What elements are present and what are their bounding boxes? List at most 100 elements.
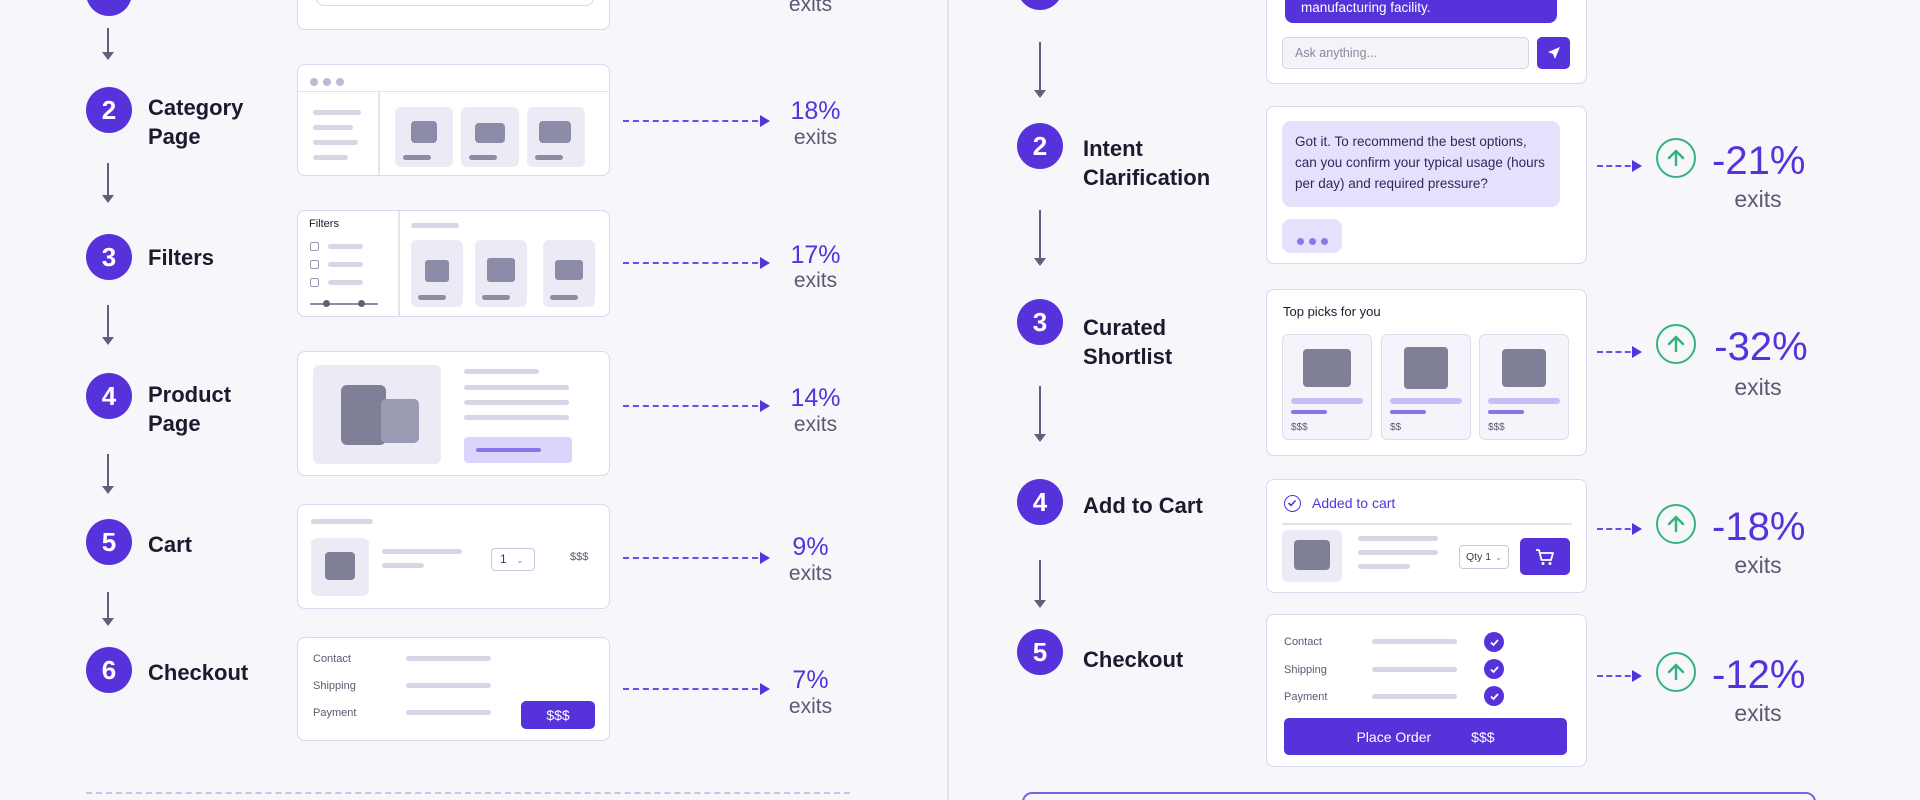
intent-chat-bubble: Got it. To recommend the best options, c… — [1282, 121, 1560, 207]
typing-indicator-icon — [1282, 219, 1342, 253]
right-step-2-label: Intent Clarification — [1083, 136, 1211, 190]
left-step-6-label: Checkout — [148, 660, 249, 685]
right-step-2-exits: exits — [1734, 186, 1782, 212]
right-step-4-label: Add to Cart — [1083, 493, 1203, 518]
left-step-2-connector — [623, 115, 770, 127]
chevron-down-icon: ⌄ — [516, 555, 524, 565]
cart-qty-select[interactable]: 1 ⌄ — [491, 548, 535, 571]
left-step-4-pct: 14% — [790, 384, 841, 412]
right-step-5-exits: exits — [1734, 700, 1782, 726]
shortlist-title: Top picks for you — [1283, 304, 1381, 319]
cart-card: 1 ⌄ $$$ — [297, 504, 610, 609]
added-to-cart-text: Added to cart — [1312, 495, 1396, 511]
check-circle-icon — [1484, 659, 1504, 679]
chevron-down-icon: ⌄ — [1495, 553, 1502, 562]
left-step-4-label: Product Page — [148, 382, 232, 436]
left-step-2-label: Category Page — [148, 95, 244, 149]
place-order-label: Place Order — [1356, 728, 1432, 745]
machine-image-icon — [313, 365, 441, 464]
cart-price: $$$ — [570, 551, 589, 563]
send-icon[interactable] — [1537, 37, 1570, 69]
product-thumb-icon — [461, 107, 519, 167]
place-order-button[interactable]: Place Order $$$ — [1284, 718, 1567, 755]
left-step-6-exits: exits — [788, 695, 833, 718]
right-step-4-badge: 4 — [1017, 479, 1063, 525]
check-circle-icon — [1284, 495, 1301, 512]
right-step-5-label: Checkout — [1083, 647, 1184, 672]
left-step-5-label: Cart — [148, 532, 193, 557]
machine-image-icon — [311, 538, 369, 596]
left-step-4-connector — [623, 400, 770, 412]
left-arrow-4-5 — [102, 454, 114, 494]
right-bottom-summary-box — [1022, 792, 1816, 800]
arrow-up-icon — [1656, 324, 1696, 364]
right-checkout-card: Contact Shipping Payment Place Order $$$ — [1266, 614, 1587, 767]
left-step-5-pct: 9% — [792, 533, 829, 561]
machine-image-icon — [1282, 530, 1342, 582]
left-bottom-dashed-line — [86, 792, 850, 794]
left-step-5-badge: 5 — [86, 519, 132, 565]
product-thumb-icon — [395, 107, 453, 167]
right-step-5-badge: 5 — [1017, 629, 1063, 675]
left-step-1-badge — [86, 0, 132, 16]
left-arrow-5-6 — [102, 592, 114, 626]
chat-input[interactable]: Ask anything... — [1282, 37, 1529, 69]
shortlist-price: $$ — [1390, 422, 1402, 433]
right-step-1-badge — [1017, 0, 1063, 10]
right-step-2-connector — [1597, 160, 1642, 172]
left-step-5-connector — [623, 552, 770, 564]
right-step-5-connector — [1597, 670, 1642, 682]
right-step-2-pct: -21% — [1712, 139, 1806, 183]
left-step-5-exits: exits — [788, 562, 833, 585]
browser-dots — [298, 65, 609, 92]
place-order-price: $$$ — [1471, 728, 1495, 745]
check-circle-icon — [1484, 632, 1504, 652]
left-step-6-pct: 7% — [792, 666, 829, 694]
right-step-3-pct: -32% — [1714, 325, 1808, 369]
add-to-cart-card: Added to cart Qty 1⌄ — [1266, 479, 1587, 593]
center-divider — [947, 0, 949, 800]
arrow-up-icon — [1656, 138, 1696, 178]
product-thumb-icon — [411, 240, 463, 307]
arrow-up-icon — [1656, 652, 1696, 692]
right-step-3-connector — [1597, 346, 1642, 358]
shortlist-item[interactable]: $$$ — [1282, 334, 1372, 440]
right-step-4-exits: exits — [1734, 552, 1782, 578]
product-thumb-icon — [475, 240, 527, 307]
right-arrow-2-3 — [1034, 210, 1046, 266]
left-arrow-1-2 — [102, 28, 114, 60]
add-to-cart-button[interactable] — [464, 437, 572, 463]
machine-image-icon — [1502, 349, 1546, 387]
left-step-3-pct: 17% — [790, 241, 841, 269]
right-step-4-pct: -18% — [1712, 505, 1806, 549]
checkout-contact-label: Contact — [313, 653, 351, 665]
chat-card: manufacturing facility. Ask anything... — [1266, 0, 1587, 84]
shortlist-card: Top picks for you $$$ $$ $$$ — [1266, 289, 1587, 456]
left-step-6-badge: 6 — [86, 647, 132, 693]
product-thumb-icon — [543, 240, 595, 307]
machine-image-icon — [1303, 349, 1351, 387]
filters-card: Filters — [297, 210, 610, 317]
checkout-contact-label: Contact — [1284, 636, 1322, 648]
arrow-up-icon — [1656, 504, 1696, 544]
cart-icon[interactable] — [1520, 538, 1570, 575]
right-step-5-pct: -12% — [1712, 653, 1806, 697]
left-step-1-card — [297, 0, 610, 30]
right-step-4-connector — [1597, 523, 1642, 535]
shortlist-item[interactable]: $$ — [1381, 334, 1471, 440]
qty-label: Qty 1 — [1466, 551, 1492, 563]
intent-card: Got it. To recommend the best options, c… — [1266, 106, 1587, 264]
checkout-payment-label: Payment — [1284, 691, 1328, 703]
left-step-3-exits: exits — [793, 269, 838, 292]
left-pay-button[interactable]: $$$ — [521, 701, 595, 729]
left-step-6-connector — [623, 683, 770, 695]
left-step-1-exits: exits — [788, 0, 833, 16]
category-page-card — [297, 64, 610, 176]
shortlist-item[interactable]: $$$ — [1479, 334, 1569, 440]
right-step-2-badge: 2 — [1017, 123, 1063, 169]
left-step-2-exits: exits — [793, 126, 838, 149]
right-arrow-3-4 — [1034, 386, 1046, 442]
shortlist-price: $$$ — [1488, 422, 1505, 433]
left-step-4-badge: 4 — [86, 373, 132, 419]
qty-select[interactable]: Qty 1⌄ — [1459, 545, 1509, 569]
